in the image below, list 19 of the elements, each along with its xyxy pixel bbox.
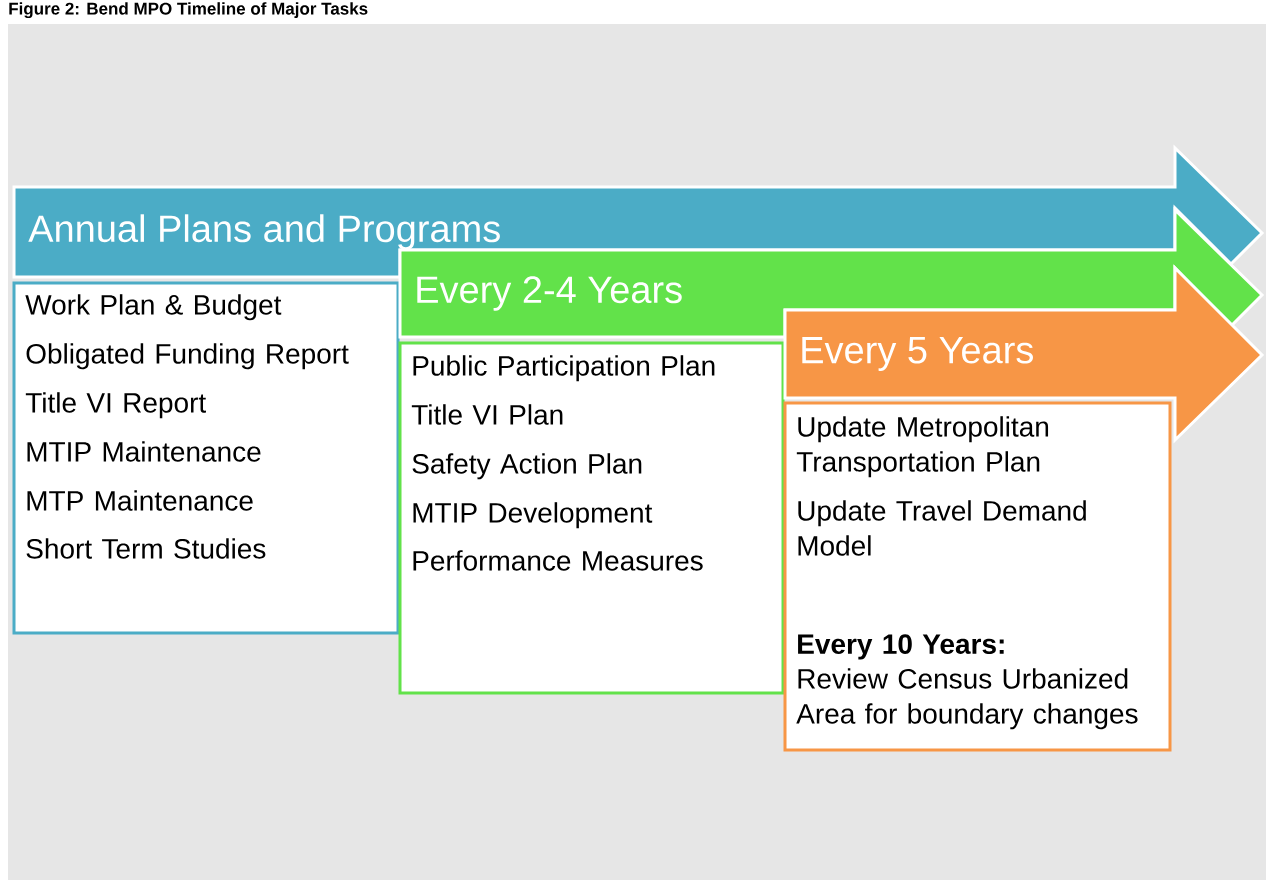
task-item: Performance Measures xyxy=(413,550,703,571)
task-item: Public Participation Plan xyxy=(413,355,715,382)
task-item: Every 10 Years: xyxy=(798,634,1004,660)
task-item: Obligated Funding Report xyxy=(26,343,349,370)
arrow-heading: Every 2-4 Years xyxy=(417,276,682,311)
task-item: Review Census Urbanized Area for boundary changes xyxy=(796,668,1138,730)
task-item: Work Plan & Budget xyxy=(25,294,282,321)
task-item: Update Travel Demand Model xyxy=(798,500,1086,556)
task-item: MTIP Development xyxy=(413,502,653,529)
task-item: MTP Maintenance xyxy=(27,490,253,511)
task-item: Safety Action Plan xyxy=(412,453,642,480)
task-item: Short Term Studies xyxy=(26,538,266,559)
figure-title: Figure 2: Bend MPO Timeline of Major Tasks xyxy=(9,2,368,19)
arrow-heading: Every 5 Years xyxy=(802,337,1033,371)
task-item: Update Metropolitan Transportation Plan xyxy=(796,416,1049,478)
task-item: Title VI Plan xyxy=(411,404,563,425)
arrow-heading: Annual Plans and Programs xyxy=(28,214,500,250)
task-item: Title VI Report xyxy=(25,392,206,419)
task-item: MTIP Maintenance xyxy=(27,441,261,462)
